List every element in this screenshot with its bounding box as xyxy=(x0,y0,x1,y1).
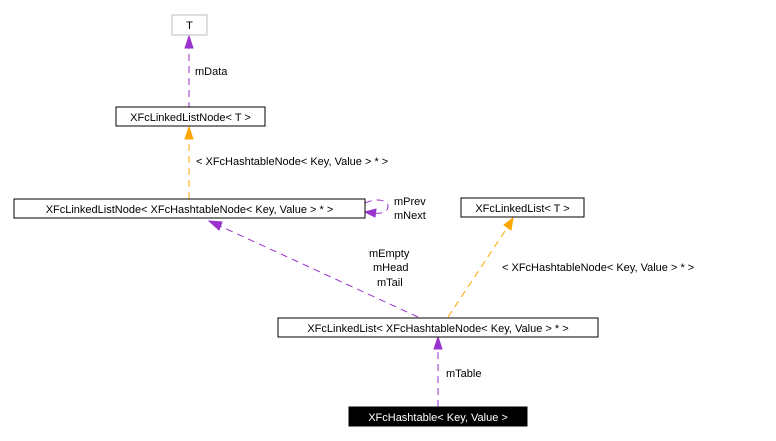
edge-mdata xyxy=(184,34,194,109)
edge-label-mtable: mTable xyxy=(446,368,481,380)
edge-label-list-instantiation: < XFcHashtableNode< Key, Value > * > xyxy=(502,262,694,274)
edge-label-mdata: mData xyxy=(195,66,228,78)
node-hashtable[interactable]: XFcHashtable< Key, Value > xyxy=(348,406,528,427)
node-linked-list-node-template-label: XFcLinkedListNode< T > xyxy=(130,112,251,124)
edge-label-mprev: mPrev xyxy=(394,196,426,208)
node-linked-list-node-hashtable[interactable]: XFcLinkedListNode< XFcHashtableNode< Key… xyxy=(13,198,366,219)
node-template-param-label: T xyxy=(186,20,193,32)
edge-mtable xyxy=(433,335,443,407)
node-hashtable-label: XFcHashtable< Key, Value > xyxy=(368,412,508,424)
node-linked-list-template-label: XFcLinkedList< T > xyxy=(475,203,569,215)
node-linked-list-hashtable-label: XFcLinkedList< XFcHashtableNode< Key, Va… xyxy=(307,323,568,335)
node-linked-list-node-hashtable-label: XFcLinkedListNode< XFcHashtableNode< Key… xyxy=(46,204,334,216)
edge-node-instantiation xyxy=(184,125,194,199)
edge-label-mempty: mEmpty xyxy=(369,248,410,260)
node-linked-list-hashtable[interactable]: XFcLinkedList< XFcHashtableNode< Key, Va… xyxy=(277,317,599,338)
edge-label-mnext: mNext xyxy=(394,210,426,222)
edge-label-node-instantiation: < XFcHashtableNode< Key, Value > * > xyxy=(196,156,388,168)
edge-label-mtail: mTail xyxy=(377,277,403,289)
node-linked-list-node-template[interactable]: XFcLinkedListNode< T > xyxy=(115,106,266,127)
node-linked-list-template[interactable]: XFcLinkedList< T > xyxy=(460,197,585,218)
edge-list-members xyxy=(207,220,419,318)
node-template-param[interactable]: T xyxy=(171,14,208,36)
edge-label-mhead: mHead xyxy=(373,262,408,274)
edge-self-loop xyxy=(363,199,389,218)
edge-list-instantiation xyxy=(447,216,514,318)
